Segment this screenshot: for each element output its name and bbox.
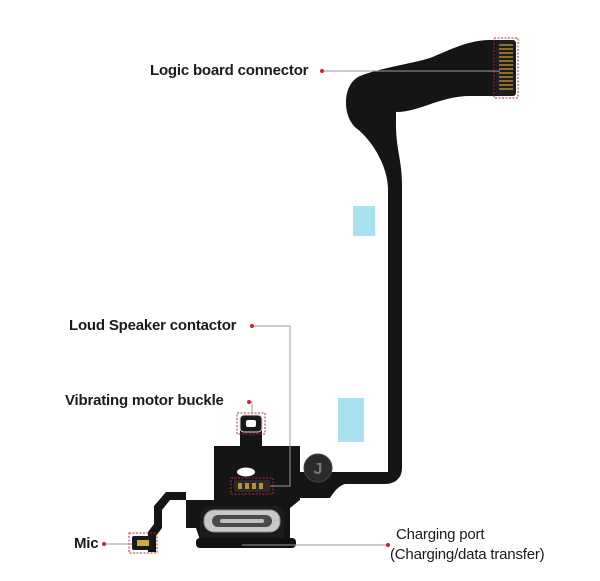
mic-highlight	[128, 532, 158, 554]
mic-branch-cable	[148, 492, 186, 552]
flex-cable	[297, 40, 500, 498]
loud-speaker-pads	[238, 483, 263, 489]
mic-gold-pad	[137, 540, 149, 546]
watermark-logo	[303, 453, 333, 483]
label-charging-port: Charging port	[396, 526, 485, 543]
vibrating-motor-buckle-slot	[246, 420, 256, 427]
logic-board-connector-pins	[499, 44, 513, 90]
charging-port-tongue	[220, 519, 264, 523]
label-mic: Mic	[74, 535, 99, 552]
blue-tape-upper	[353, 206, 375, 236]
watermark-logo-letter: J	[314, 461, 323, 478]
leader-loud-speaker	[252, 325, 291, 487]
logic-board-connector-body	[496, 40, 516, 96]
vibrating-motor-highlight	[236, 412, 266, 435]
logic-board-highlight	[493, 37, 519, 99]
charging-port-bottom-bar	[196, 538, 296, 548]
leader-lines	[104, 70, 500, 546]
label-loud-speaker-contactor: Loud Speaker contactor	[69, 317, 237, 334]
label-vibrating-motor-buckle: Vibrating motor buckle	[65, 392, 224, 409]
marker-dots	[102, 69, 390, 547]
label-logic-board-connector: Logic board connector	[150, 62, 309, 79]
base-hole	[237, 467, 255, 477]
label-charging-port-detail: (Charging/data transfer)	[390, 546, 545, 563]
blue-tape-lower	[338, 398, 364, 442]
